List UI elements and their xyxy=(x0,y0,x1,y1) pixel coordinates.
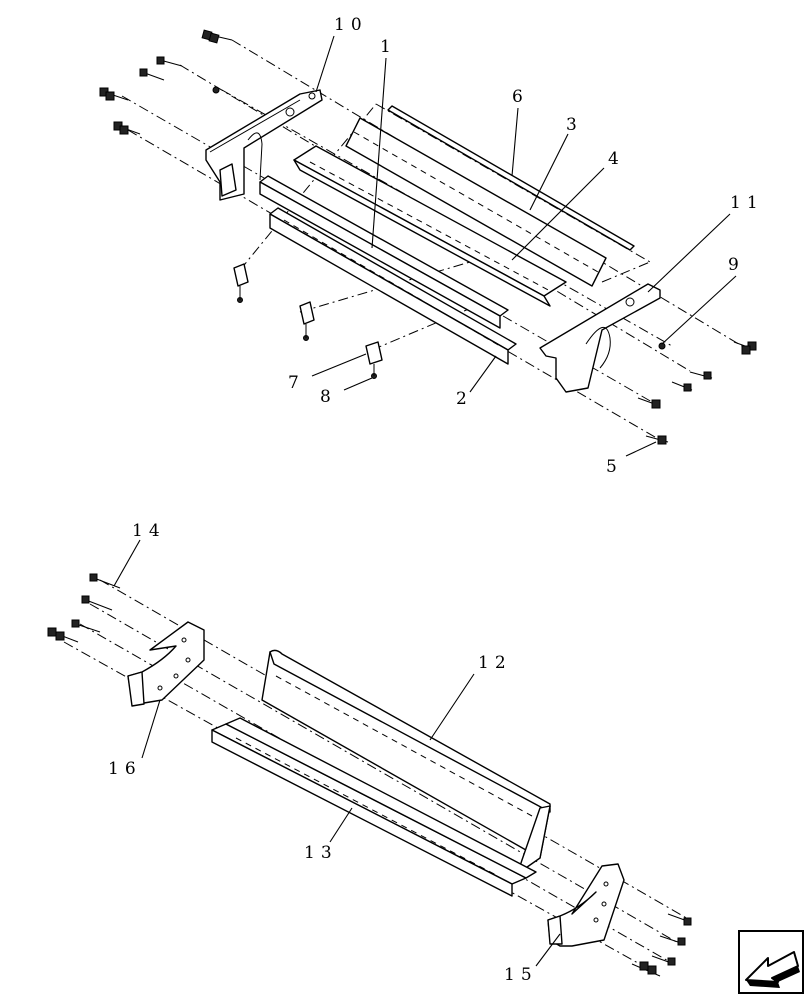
rod-part-6 xyxy=(387,105,635,251)
clips-part-7 xyxy=(233,263,383,365)
bottom-left-bolts xyxy=(47,573,121,643)
callout-16: 16 xyxy=(108,759,142,779)
callout-numbers: 10 1 6 3 4 11 9 7 8 2 5 14 12 16 13 15 xyxy=(108,15,764,985)
long-channel-part-13 xyxy=(211,717,537,897)
callout-12: 12 xyxy=(478,653,512,673)
bottom-right-bolts xyxy=(631,913,692,977)
right-support-part-15 xyxy=(547,863,625,947)
callout-11: 11 xyxy=(730,193,764,213)
right-end-bracket-part-11 xyxy=(539,283,661,393)
top-right-bolts xyxy=(637,341,757,445)
callout-15: 15 xyxy=(504,965,538,985)
callout-13: 13 xyxy=(304,843,338,863)
callout-7: 7 xyxy=(288,373,305,393)
top-left-bolts xyxy=(99,29,233,135)
callout-2: 2 xyxy=(456,389,473,409)
left-support-part-16 xyxy=(127,621,205,707)
screws-part-8 xyxy=(237,286,377,379)
callout-8: 8 xyxy=(320,387,337,407)
callout-4: 4 xyxy=(608,149,625,169)
next-page-arrow-icon xyxy=(738,930,804,994)
callout-1: 1 xyxy=(380,37,397,57)
callout-3: 3 xyxy=(566,115,583,135)
leader-lines xyxy=(113,35,737,967)
callout-6: 6 xyxy=(512,87,529,107)
callout-5: 5 xyxy=(606,457,623,477)
callout-10: 10 xyxy=(334,15,368,35)
channel-part-2 xyxy=(269,207,517,365)
plate-part-4 xyxy=(293,145,567,307)
callout-9: 9 xyxy=(728,255,745,275)
next-page-button[interactable] xyxy=(738,930,804,994)
channel-part-1 xyxy=(259,175,509,329)
long-plate-part-12 xyxy=(261,649,551,879)
left-end-bracket-part-10 xyxy=(205,89,323,201)
curved-plate-part-3 xyxy=(345,117,607,287)
bottom-assembly xyxy=(47,573,692,977)
callout-14: 14 xyxy=(132,521,166,541)
top-assembly xyxy=(99,29,757,445)
